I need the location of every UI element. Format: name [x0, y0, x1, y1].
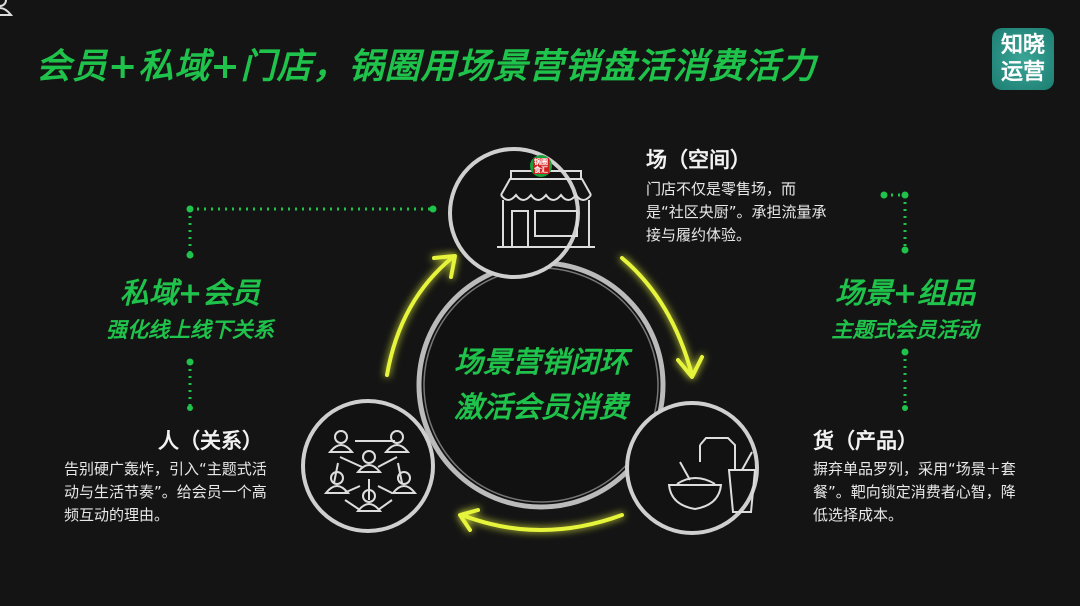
center-line2: 激活会员消费 — [453, 390, 628, 424]
logo-line1: 知晓 — [1000, 33, 1045, 58]
node-space-desc: 门店不仅是零售场，而是“社区央厨”。承担流量承接与履约体验。 — [646, 180, 827, 244]
right-group-title: 场景+组品 — [834, 276, 976, 310]
logo-line2: 运营 — [1000, 60, 1045, 85]
arrow-goods-to-people — [460, 513, 624, 532]
page-title: 会员+私域+门店，锅圈用场景营销盘活消费活力 — [36, 47, 817, 87]
store-badge-text: 锅圈食汇 — [534, 158, 548, 174]
arrow-space-to-goods — [620, 256, 694, 377]
node-people-desc: 告别硬广轰炸，引入“主题式活动与生活节奏”。给会员一个高频互动的理由。 — [64, 460, 267, 524]
food-bowl-cup-icon — [667, 437, 757, 513]
brand-logo: 知晓运营 — [992, 28, 1054, 90]
left-group-subtitle: 强化线上线下关系 — [106, 318, 274, 342]
node-goods-circle — [625, 401, 759, 535]
left-group-title: 私域+会员 — [119, 276, 261, 310]
center-line1: 场景营销闭环 — [453, 345, 628, 379]
node-space-label: 场（空间） — [646, 148, 751, 172]
arrow-people-to-space — [385, 255, 455, 377]
node-goods-desc: 摒弃单品罗列，采用“场景＋套餐”。靶向锁定消费者心智，降低选择成本。 — [813, 460, 1016, 524]
node-goods-label: 货（产品） — [813, 429, 918, 453]
cycle-arrows — [385, 254, 704, 532]
node-people-label: 人（关系） — [158, 429, 263, 453]
right-group-subtitle: 主题式会员活动 — [831, 318, 979, 342]
node-space-circle — [448, 147, 580, 279]
store-icon — [497, 170, 595, 248]
center-label: 场景营销闭环激活会员消费 — [441, 340, 641, 430]
